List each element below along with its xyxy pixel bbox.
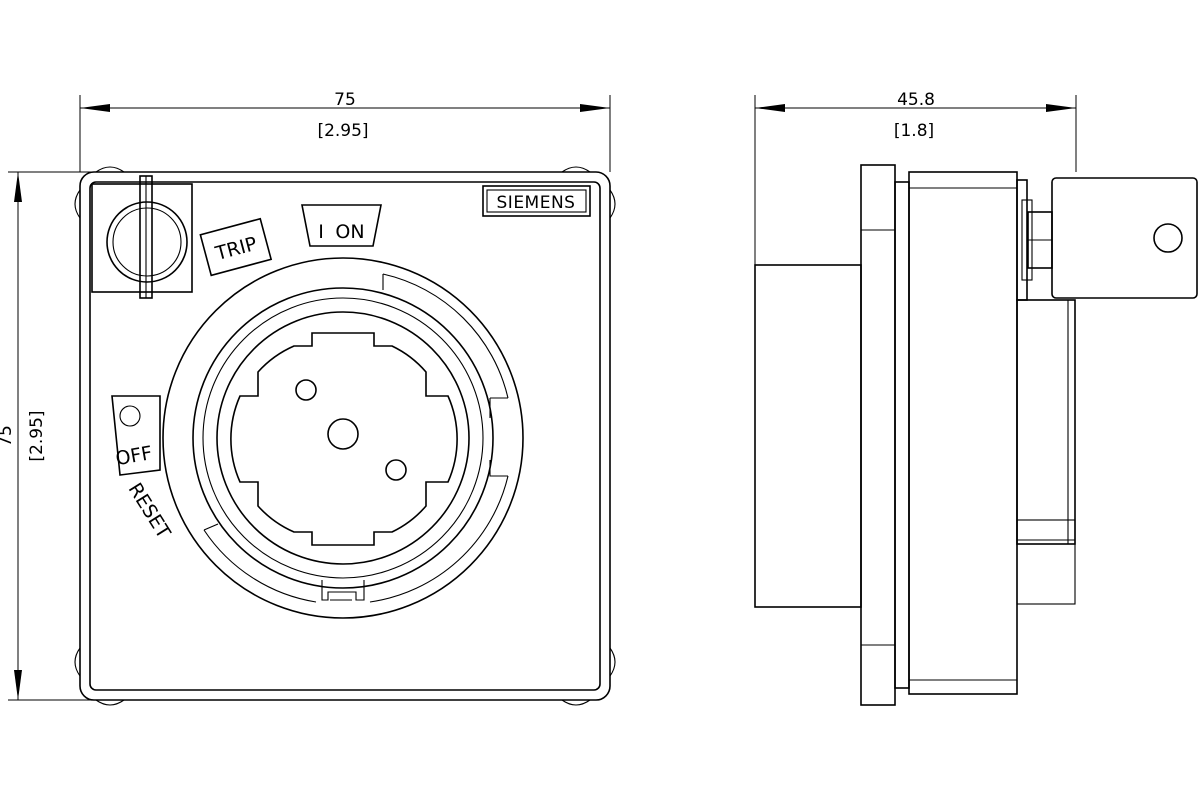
brand-badge: SIEMENS [482, 185, 591, 217]
side-view: 45.8 [1.8] [754, 90, 1198, 706]
key-lock-icon [91, 175, 193, 299]
front-width-value: 75 [334, 90, 356, 110]
rotary-operator [162, 257, 524, 619]
reset-label: RESET [124, 479, 175, 543]
side-depth-value: 45.8 [897, 90, 935, 110]
on-indicator: I ON [301, 204, 382, 247]
front-height-inch: [2.95] [27, 410, 47, 461]
front-width-inch: [2.95] [317, 121, 368, 141]
on-mark: I [318, 221, 324, 243]
mounting-flange [860, 164, 896, 706]
key-icon [1051, 177, 1198, 299]
side-depth-inch: [1.8] [894, 121, 934, 141]
on-label: ON [335, 221, 364, 243]
front-height-value: 75 [0, 425, 16, 447]
trip-label: TRIP [212, 233, 259, 265]
side-depth-dimension: 45.8 [1.8] [754, 90, 1077, 265]
rear-body [754, 264, 862, 608]
front-width-dimension: 75 [2.95] [79, 90, 611, 172]
housing-outline [74, 166, 616, 706]
front-height-dimension: 75 [2.95] [0, 171, 92, 701]
front-view: 75 [2.95] 75 [2.95] [0, 90, 616, 706]
front-housing-side [894, 171, 1018, 695]
off-label: OFF [114, 442, 154, 470]
key-cylinder-side [1016, 179, 1053, 301]
brand-label: SIEMENS [497, 193, 576, 213]
trip-indicator: TRIP [199, 217, 273, 277]
off-indicator: OFF [111, 395, 161, 476]
rotary-knob-side [1016, 299, 1076, 605]
